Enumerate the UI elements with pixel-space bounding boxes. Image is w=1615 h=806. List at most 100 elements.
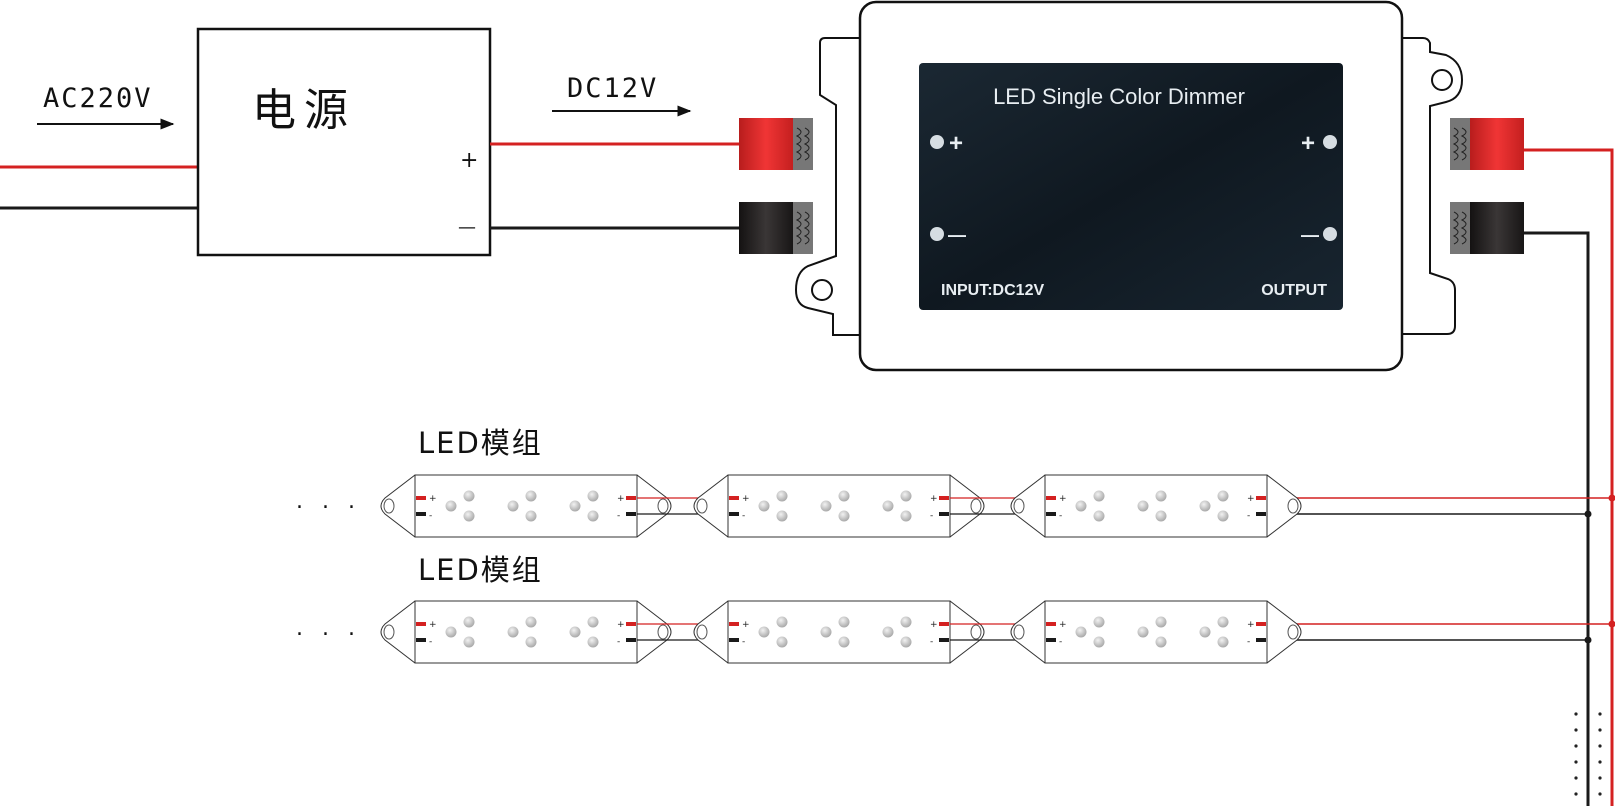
led-chip xyxy=(820,500,832,512)
led-chip xyxy=(587,636,599,648)
led-chip xyxy=(1199,626,1211,638)
module-plus-label: + xyxy=(742,620,750,630)
led-module-housing xyxy=(1010,600,1302,664)
input-minus-sign: — xyxy=(948,225,966,245)
led-chip xyxy=(758,626,770,638)
mount-hole xyxy=(696,498,708,514)
led-chip xyxy=(463,636,475,648)
power-supply-label: 电源 xyxy=(252,85,356,136)
led-chip xyxy=(900,490,912,502)
led-chip xyxy=(507,500,519,512)
output-plus-sign: + xyxy=(1301,130,1315,157)
led-chip xyxy=(569,626,581,638)
led-module-row-2: +-+-+-+-+-+- xyxy=(380,600,1615,664)
led-module-housing xyxy=(380,600,672,664)
led-module: +-+- xyxy=(693,474,1045,538)
led-module-housing xyxy=(693,474,985,538)
led-module-housing xyxy=(1010,474,1302,538)
module-positive-terminal xyxy=(416,496,426,500)
module-negative-terminal xyxy=(416,638,426,642)
led-chip xyxy=(900,510,912,522)
input-plus-sign: + xyxy=(949,130,963,157)
output-voltage-label: DC12V xyxy=(567,73,658,104)
module-plus-label: + xyxy=(617,620,625,630)
continuation-dot xyxy=(1598,776,1602,780)
output-connector-positive xyxy=(1450,118,1524,170)
module-negative-terminal xyxy=(939,512,949,516)
negative-junction xyxy=(1584,636,1592,644)
mount-hole xyxy=(383,624,395,640)
module-negative-terminal xyxy=(939,638,949,642)
positive-junction xyxy=(1608,620,1615,628)
mount-hole xyxy=(970,624,982,640)
module-positive-terminal xyxy=(729,622,739,626)
led-chip xyxy=(1093,510,1105,522)
module-plus-label: + xyxy=(1247,494,1255,504)
module-minus-label: - xyxy=(930,637,933,647)
input-connector-positive xyxy=(739,118,813,170)
led-module-board xyxy=(1044,474,1268,538)
continuation-dot xyxy=(1598,712,1602,716)
output-connector-negative xyxy=(1450,202,1524,254)
led-chip xyxy=(1093,616,1105,628)
led-chip xyxy=(463,510,475,522)
mount-hole xyxy=(1287,498,1299,514)
led-chip xyxy=(587,490,599,502)
led-chip xyxy=(900,636,912,648)
input-voltage-label: AC220V xyxy=(43,83,153,114)
module-positive-terminal xyxy=(1046,496,1056,500)
module-minus-label: - xyxy=(930,511,933,521)
input-plus-terminal-dot xyxy=(930,135,944,149)
mount-hole xyxy=(383,498,395,514)
led-module-board xyxy=(727,600,951,664)
left-flange xyxy=(794,37,861,336)
led-chip xyxy=(776,510,788,522)
module-minus-label: - xyxy=(742,637,745,647)
module-negative-terminal xyxy=(729,638,739,642)
led-chip xyxy=(445,626,457,638)
module-plus-label: + xyxy=(429,620,437,630)
mount-hole xyxy=(1287,624,1299,640)
led-chip xyxy=(776,636,788,648)
led-module-rows: +-+-+-+-+-+-+-+-+-+-+-+- xyxy=(380,474,1615,664)
led-chip xyxy=(525,636,537,648)
led-chip xyxy=(525,616,537,628)
led-chip xyxy=(838,490,850,502)
led-chip xyxy=(776,616,788,628)
module-positive-terminal xyxy=(939,622,949,626)
led-chip xyxy=(587,510,599,522)
module-positive-terminal xyxy=(1046,622,1056,626)
right-mount-hole xyxy=(1431,69,1453,91)
module-positive-terminal xyxy=(1256,496,1266,500)
continuation-dot xyxy=(1574,712,1578,716)
power-supply-minus: — xyxy=(458,217,476,238)
led-chip xyxy=(838,616,850,628)
input-spec-label: INPUT:DC12V xyxy=(941,282,1044,299)
module-plus-label: + xyxy=(1059,620,1067,630)
row1-continuation-ellipsis: . . . xyxy=(296,489,361,514)
module-minus-label: - xyxy=(617,637,620,647)
led-module-board xyxy=(1044,600,1268,664)
led-chip xyxy=(1199,500,1211,512)
dimmer-panel xyxy=(919,63,1343,310)
module-positive-terminal xyxy=(416,622,426,626)
continuation-dot xyxy=(1574,728,1578,732)
led-chip xyxy=(569,500,581,512)
power-supply-box xyxy=(196,27,492,257)
led-module: +-+- xyxy=(1010,474,1302,538)
module-positive-terminal xyxy=(1256,622,1266,626)
led-chip xyxy=(776,490,788,502)
led-chip xyxy=(1137,626,1149,638)
module-negative-terminal xyxy=(1256,512,1266,516)
led-chip xyxy=(1137,500,1149,512)
led-chip xyxy=(445,500,457,512)
led-chip xyxy=(838,636,850,648)
positive-junction xyxy=(1608,494,1615,502)
mount-hole xyxy=(657,498,669,514)
continuation-dot xyxy=(1574,776,1578,780)
vertical-continuation-dots xyxy=(1574,712,1602,796)
dimmer-device: LED Single Color Dimmer + — + — INPUT:DC… xyxy=(739,0,1524,372)
led-chip xyxy=(525,490,537,502)
mount-hole xyxy=(1013,624,1025,640)
